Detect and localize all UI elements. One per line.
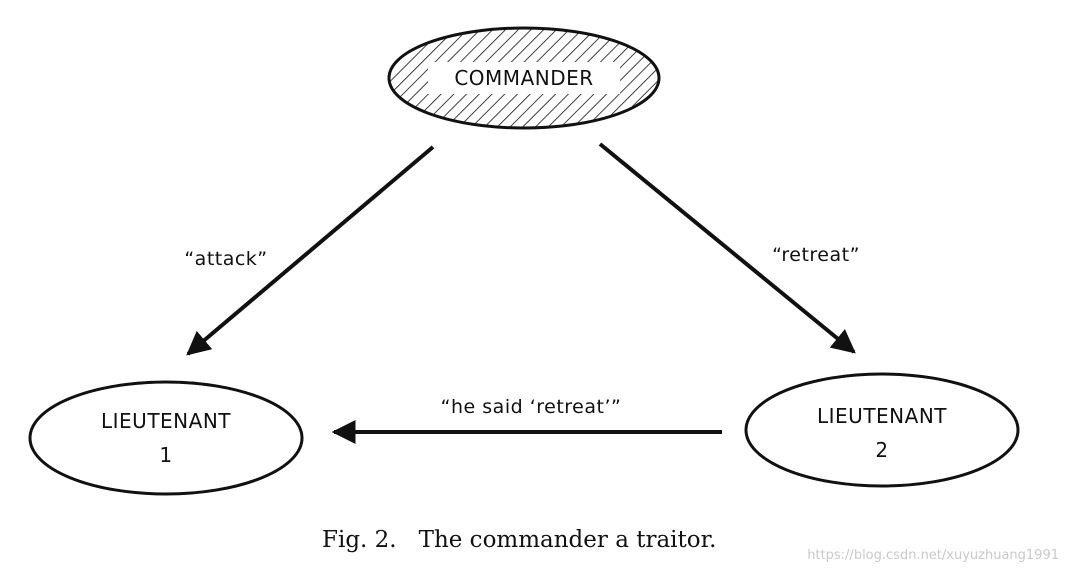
- edge-lieutenant-2-to-lieutenant-1: “he said ‘retreat’”: [331, 396, 722, 444]
- arrow-retreat: [598, 142, 856, 354]
- lieutenant-2-node: LIEUTENANT 2: [744, 372, 1020, 488]
- commander-node: COMMANDER: [387, 26, 661, 130]
- arrow-attack: [186, 145, 435, 356]
- lieutenant-1-number: 1: [159, 443, 172, 467]
- edge-commander-to-lieutenant-1: “attack”: [184, 145, 435, 356]
- lieutenant-2-title: LIEUTENANT: [817, 404, 947, 428]
- edge-label-retreat: “retreat”: [772, 244, 860, 266]
- commander-label-background: [428, 62, 620, 94]
- lieutenant-1-ellipse: [28, 380, 304, 496]
- figure-caption: Fig. 2. The commander a traitor.: [322, 527, 716, 553]
- edge-label-he-said-retreat: “he said ‘retreat’”: [441, 396, 622, 418]
- figure-caption-text: The commander a traitor.: [418, 527, 717, 553]
- figure-number: Fig. 2.: [322, 527, 397, 553]
- lieutenant-2-number: 2: [875, 438, 888, 462]
- lieutenant-2-ellipse: [744, 372, 1020, 488]
- edge-commander-to-lieutenant-2: “retreat”: [598, 142, 860, 354]
- lieutenant-1-node: LIEUTENANT 1: [28, 380, 304, 496]
- commander-label: COMMANDER: [454, 66, 593, 90]
- watermark-text: https://blog.csdn.net/xuyuzhuang1991: [807, 548, 1059, 563]
- lieutenant-1-title: LIEUTENANT: [101, 409, 231, 433]
- edge-label-attack: “attack”: [184, 248, 267, 270]
